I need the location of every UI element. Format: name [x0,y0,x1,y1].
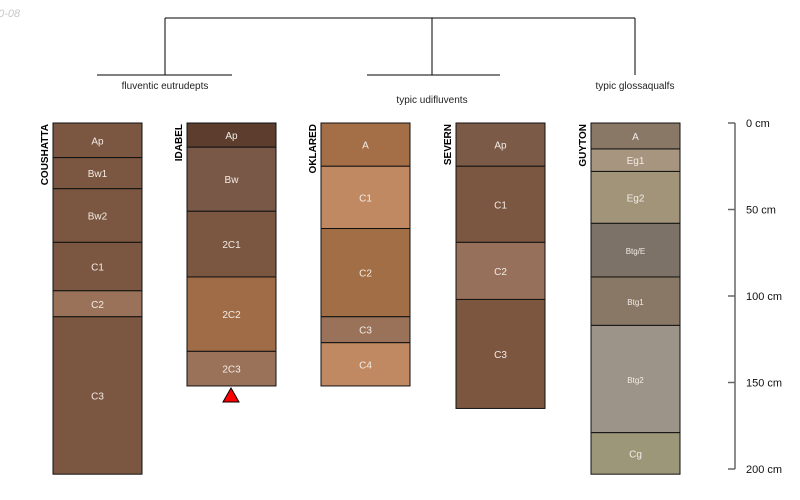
horizon-label: C1 [359,193,372,204]
horizon-label: A [632,132,639,143]
horizon-eg2 [590,170,681,224]
profile-name: IDABEL [174,124,185,161]
horizon-label: C2 [91,300,104,311]
horizon-c2 [320,228,411,318]
horizon-label: Cg [629,449,642,460]
horizon-cg [590,432,681,475]
horizon-label: C3 [359,326,372,337]
depth-tick-label: 0 cm [746,118,770,130]
horizon-a [320,122,411,167]
horizon-label: Ap [91,136,104,147]
horizon-label: C2 [494,267,507,278]
depth-tick-label: 100 cm [746,291,782,303]
horizon-c3 [455,298,546,409]
horizon-ap [186,122,277,148]
horizon-label: C3 [494,350,507,361]
horizon-2c1 [186,210,277,278]
dendrogram-lines [97,17,636,76]
group-label: fluventic eutrudepts [122,81,209,92]
horizon-label: Bw1 [88,169,108,180]
horizon-label: Btg1 [627,298,644,307]
horizon-btg2 [590,324,681,434]
red-triangle-icon [222,386,240,403]
date-stamp: 10-08 [0,8,21,20]
horizon-label: Eg1 [627,156,645,167]
horizon-label: Btg2 [627,376,644,385]
profile-name: SEVERN [443,124,454,165]
horizon-label: Bw2 [88,212,108,223]
horizon-label: C3 [91,391,104,402]
profile-name: OKLARED [308,124,319,173]
horizon-c1 [52,241,143,292]
depth-tick-label: 150 cm [746,378,782,390]
horizon-ap [455,122,546,167]
horizon-label: Eg2 [627,193,645,204]
horizon-label: Ap [225,131,238,142]
horizon-bw [186,146,277,212]
depth-tick-label: 200 cm [746,464,782,476]
horizon-label: 2C3 [222,365,241,376]
horizon-ap [52,122,143,159]
horizon-label: 2C1 [222,240,241,251]
horizon-label: Bw [225,175,240,186]
group-label: typic glossaqualfs [596,81,675,92]
horizon-label: Ap [494,141,507,152]
horizon-c3 [52,316,143,475]
horizon-c1 [320,165,411,230]
horizon-c3 [320,316,411,344]
horizon-label: C1 [494,200,507,211]
horizon-c1 [455,165,546,243]
horizon-label: C1 [91,263,104,274]
depth-tick-label: 50 cm [746,205,776,217]
profile-name: GUYTON [578,124,589,167]
group-label: typic udifluvents [396,95,467,106]
horizon-label: A [362,141,369,152]
horizon-label: 2C2 [222,310,241,321]
horizon-label: C2 [359,269,372,280]
horizon-2c3 [186,350,277,387]
horizon-label: C4 [359,360,372,371]
profile-name: COUSHATTA [40,124,51,185]
horizon-c4 [320,342,411,387]
horizon-label: Btg/E [626,247,646,256]
horizon-btg1 [590,276,681,326]
horizon-a [590,122,681,150]
horizon-c2 [455,241,546,300]
horizon-bw2 [52,188,143,243]
horizon-btg/e [590,222,681,278]
